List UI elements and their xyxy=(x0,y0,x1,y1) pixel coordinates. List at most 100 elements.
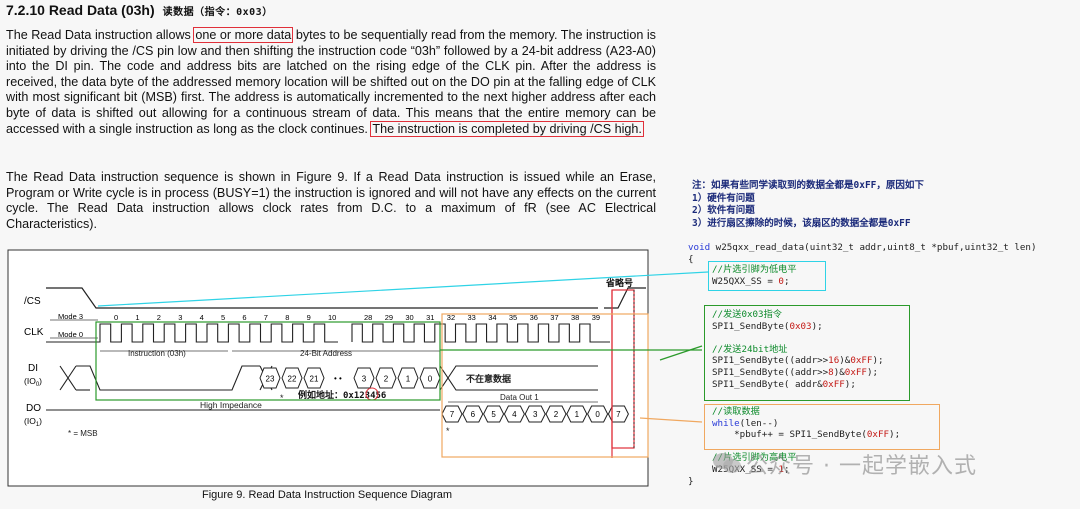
cyan-code-box xyxy=(708,261,826,291)
di-bit-label: 21 xyxy=(310,375,319,384)
code-brace-close: } xyxy=(688,476,694,487)
omitted-label: 省略号 xyxy=(605,277,633,288)
orange-box-diagram xyxy=(441,313,649,458)
di-msb-star: * xyxy=(280,393,284,403)
clock-number: 32 xyxy=(447,313,455,322)
label-clk: CLK xyxy=(24,327,44,338)
code-block-send-cmd-addr: //发送0x03指令 SPI1_SendByte(0x03); //发送24bi… xyxy=(712,309,884,390)
clk-waveform xyxy=(46,323,610,343)
clock-number: 1 xyxy=(135,313,139,322)
di-bit: 21 xyxy=(303,367,325,389)
do-bit-label: 0 xyxy=(595,410,600,419)
clock-number: 2 xyxy=(157,313,161,322)
di-ellipsis: • • xyxy=(334,374,342,383)
clock-number: 31 xyxy=(426,313,434,322)
do-bit-label: 4 xyxy=(512,410,517,419)
do-bit-label: 5 xyxy=(491,410,496,419)
high-impedance-label: High Impedance xyxy=(200,400,262,410)
ignore-data-label: 不在意数据 xyxy=(466,373,511,384)
clock-number: 6 xyxy=(242,313,246,322)
msb-note: * = MSB xyxy=(68,429,98,438)
clock-number: 3 xyxy=(178,313,182,322)
cs-waveform xyxy=(46,287,598,309)
clock-number: 37 xyxy=(550,313,558,322)
do-bit-label: 2 xyxy=(554,410,559,419)
do-bit-label: 7 xyxy=(616,410,621,419)
figure-caption: Figure 9. Read Data Instruction Sequence… xyxy=(202,489,453,501)
do-bit: 3 xyxy=(524,405,546,423)
code-block-cs-low: //片选引脚为低电平 W25QXX_SS = 0; xyxy=(712,264,797,287)
di-waveform xyxy=(59,365,598,391)
code-brace-open: { xyxy=(688,254,694,265)
clock-number: 39 xyxy=(592,313,600,322)
green-code-box xyxy=(704,305,910,401)
do-bit: 6 xyxy=(462,405,484,423)
clock-number: 0 xyxy=(114,313,118,322)
orange-code-box xyxy=(704,404,940,450)
highlight-one-or-more-data: one or more data xyxy=(193,27,294,43)
do-bit: 4 xyxy=(503,405,525,423)
clock-number: 30 xyxy=(405,313,413,322)
label-di: DI xyxy=(28,363,38,374)
di-bit-label: 2 xyxy=(384,375,389,384)
section-heading: 7.2.10 Read Data (03h) 读数据（指令：0x03） xyxy=(6,2,273,18)
data-out-label: Data Out 1 xyxy=(500,393,539,402)
green-box-diagram xyxy=(95,321,441,401)
diagram-frame xyxy=(7,249,649,487)
clock-number: 38 xyxy=(571,313,579,322)
label-cs: /CS xyxy=(24,296,41,307)
clock-number: 10 xyxy=(328,313,336,322)
paragraph-2: The Read Data instruction sequence is sh… xyxy=(6,170,656,231)
watermark-text: 公众号 · 一起学嵌入式 xyxy=(746,454,977,479)
di-bit: 3 xyxy=(353,367,375,389)
di-bit: 2 xyxy=(375,367,397,389)
wechat-icon xyxy=(713,453,741,473)
clock-number: 8 xyxy=(285,313,289,322)
note-line-3: 3）进行扇区擦除的时候，该扇区的数据全都是0xFF xyxy=(692,217,911,229)
clock-number: 5 xyxy=(221,313,225,322)
do-bit-label: 3 xyxy=(533,410,538,419)
di-bit-label: 23 xyxy=(266,375,275,384)
note-line-2: 2）软件有问题 xyxy=(692,205,755,216)
para1-text-b: bytes to be sequentially read from the m… xyxy=(6,28,656,136)
note-line-1: 1）硬件有问题 xyxy=(692,192,755,204)
clock-number: 35 xyxy=(509,313,517,322)
code-block-read-data: //读取数据 while(len--) *pbuf++ = SPI1_SendB… xyxy=(712,406,901,441)
clock-number: 28 xyxy=(364,313,372,322)
clock-number: 36 xyxy=(530,313,538,322)
notes-block: 注：如果有些同学读取到的数据全都是0xFF，原因如下 1）硬件有问题 2）软件有… xyxy=(692,180,924,230)
di-bit: 1 xyxy=(397,367,419,389)
clock-number: 4 xyxy=(200,313,204,322)
di-bit-label: 3 xyxy=(362,375,367,384)
do-bit: 1 xyxy=(566,405,588,423)
paragraph-1: The Read Data instruction allows one or … xyxy=(6,27,656,137)
clock-number: 33 xyxy=(468,313,476,322)
address-label: 24-Bit Address xyxy=(300,349,352,358)
para1-text-a: The Read Data instruction allows xyxy=(6,28,195,42)
di-bit-label: 0 xyxy=(428,375,433,384)
label-di-sub: (IO0) xyxy=(24,376,42,388)
example-address-label: 例如地址：0x123456 xyxy=(298,389,386,401)
do-bit-label: 1 xyxy=(575,410,580,419)
section-title: 7.2.10 Read Data (03h) xyxy=(6,2,155,18)
di-bit: 23 xyxy=(259,367,281,389)
mode0-label: Mode 0 xyxy=(58,330,83,339)
do-bit: 5 xyxy=(483,405,505,423)
do-bit-label: 6 xyxy=(471,410,476,419)
clock-number: 7 xyxy=(264,313,268,322)
label-do: DO xyxy=(26,403,41,414)
label-do-sub: (IO1) xyxy=(24,416,42,428)
do-bit: 0 xyxy=(587,405,609,423)
omitted-box xyxy=(611,289,635,449)
cs-waveform-end xyxy=(604,287,646,309)
note-line-0: 注：如果有些同学读取到的数据全都是0xFF，原因如下 xyxy=(692,180,924,191)
do-bit: 7 xyxy=(441,405,463,423)
do-msb-star: * xyxy=(446,426,450,436)
section-title-cn: 读数据（指令：0x03） xyxy=(162,7,273,18)
clock-number: 29 xyxy=(385,313,393,322)
